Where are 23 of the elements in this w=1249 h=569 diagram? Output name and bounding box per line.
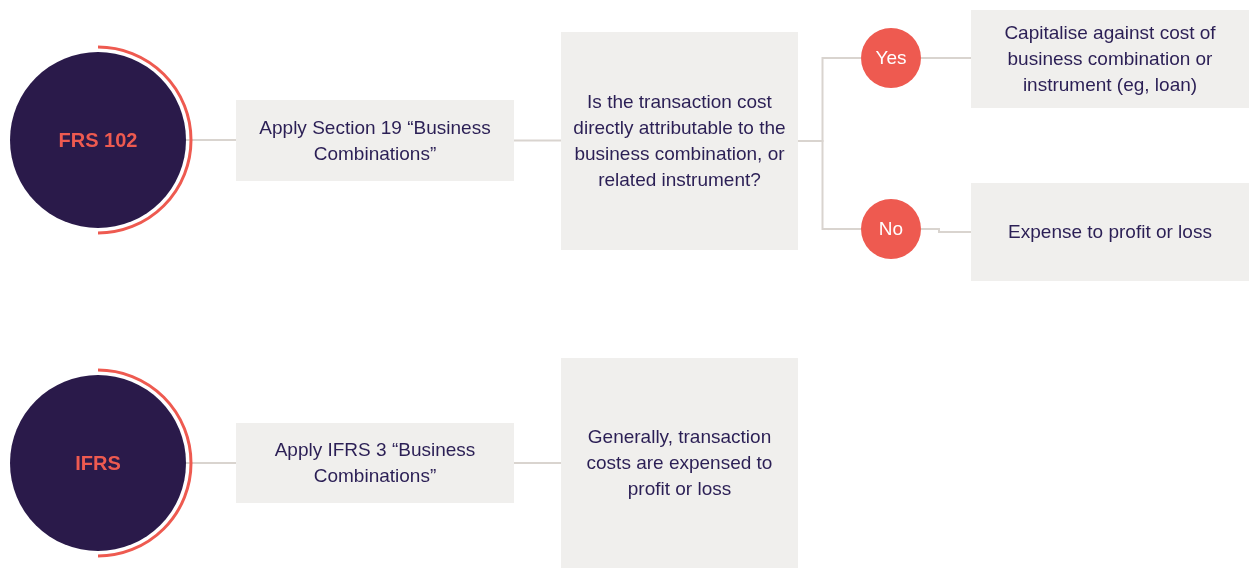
node-text: No <box>878 216 904 241</box>
connector-line <box>513 462 562 464</box>
process-box <box>561 358 798 568</box>
node-text: IFRS <box>75 451 121 476</box>
node-text: Capitalise against cost of business combination or instrument (eg, loan) <box>1003 21 1217 97</box>
node-text: Apply IFRS 3 “Business Combinations” <box>273 438 477 488</box>
node-text: Apply Section 19 “Business Combinations” <box>258 115 492 166</box>
node-text: Yes <box>875 45 907 70</box>
connector-line <box>797 140 862 230</box>
process-box <box>236 423 514 503</box>
process-box <box>971 183 1249 281</box>
connector-line <box>185 462 237 464</box>
process-box <box>971 10 1249 108</box>
connector-line <box>920 57 972 59</box>
process-box <box>561 32 798 250</box>
connector-line <box>920 228 972 233</box>
node-text: FRS 102 <box>58 128 138 153</box>
node-text: Is the transaction cost directly attributable to the business combination, or related instrument? <box>573 90 786 192</box>
connector-line <box>185 139 237 141</box>
node-text: Expense to profit or loss <box>1008 220 1212 244</box>
process-box <box>236 100 514 181</box>
node-text: Generally, transaction costs are expensed to profit or loss <box>585 425 774 501</box>
connector-line <box>513 139 562 142</box>
